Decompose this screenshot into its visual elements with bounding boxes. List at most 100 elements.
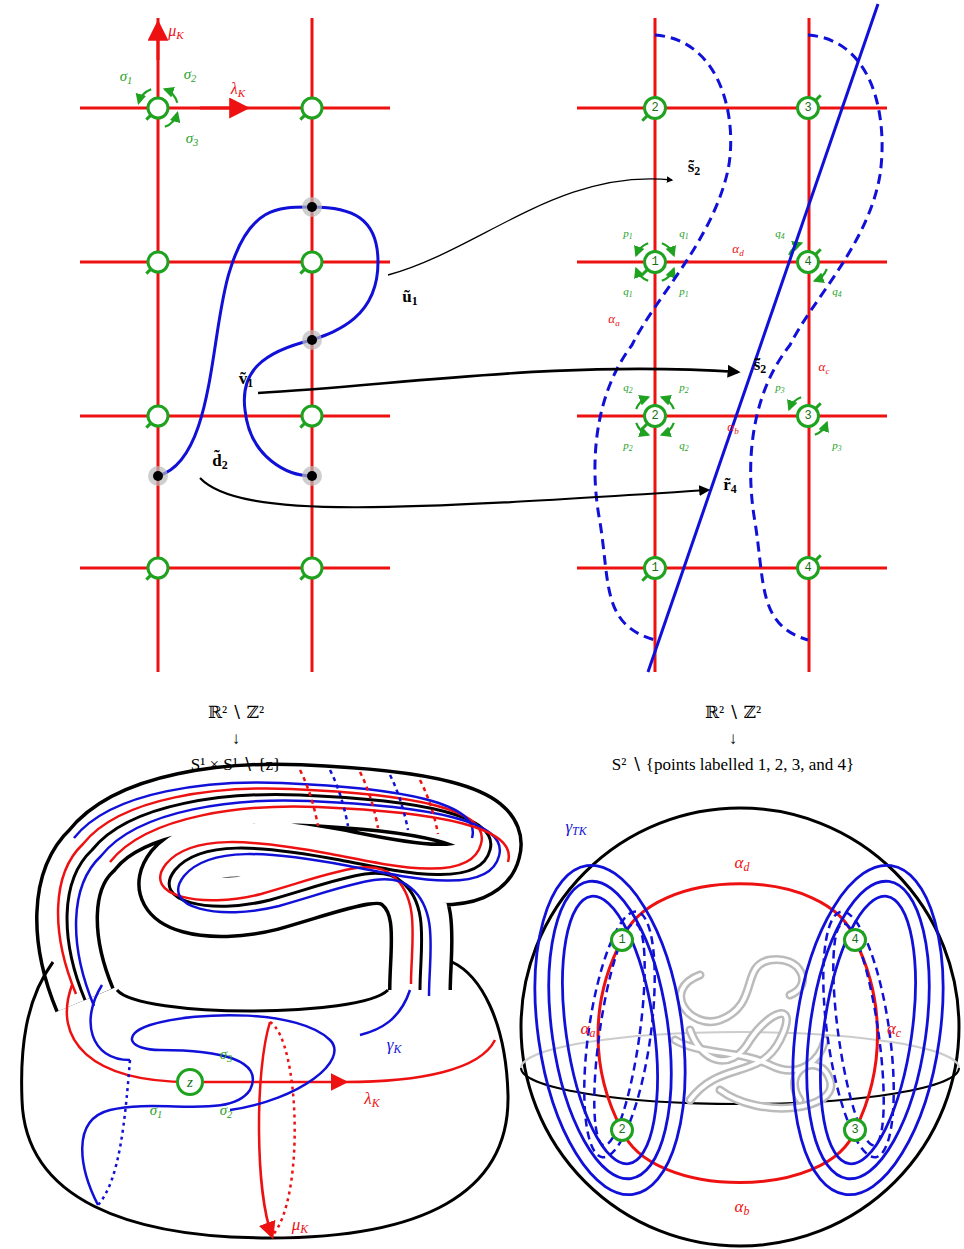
- math-label: λK: [364, 1090, 379, 1110]
- math-label: σ2: [184, 67, 197, 85]
- symbol: q: [775, 227, 781, 239]
- math-label: p3: [775, 382, 784, 395]
- math-label: γK: [387, 1036, 402, 1056]
- math-label: s̃̃2: [754, 356, 767, 376]
- math-label: p1: [679, 286, 688, 299]
- puncture-circle: 4: [843, 928, 867, 952]
- symbol: p: [623, 227, 629, 239]
- subscript: 1: [685, 290, 689, 299]
- subscript: c: [825, 366, 829, 376]
- math-label: λK: [231, 81, 245, 100]
- math-label: p1: [623, 228, 632, 241]
- puncture-circle: 3: [843, 1118, 867, 1142]
- symbol: s̃̃: [754, 355, 761, 374]
- puncture-label: 4: [804, 256, 811, 268]
- subscript: 1: [629, 232, 633, 241]
- map-arrow: [200, 478, 708, 507]
- subscript: 1: [629, 290, 633, 299]
- math-label: ṽ1: [239, 370, 253, 390]
- math-label: σ1: [120, 69, 133, 87]
- symbol: α: [735, 1197, 744, 1216]
- puncture-label: 3: [804, 410, 811, 422]
- subscript: 2: [629, 386, 633, 395]
- math-label: ℝ² ∖ ℤ²: [208, 704, 264, 721]
- subscript: 2: [685, 444, 689, 453]
- math-label: αc: [887, 1020, 901, 1040]
- marked-points: [148, 197, 322, 486]
- puncture-circle: 4: [796, 250, 820, 274]
- math-label: S¹ × S¹ ∖ {z}: [191, 756, 282, 773]
- symbol: λ: [364, 1089, 371, 1108]
- symbol: q: [623, 285, 629, 297]
- subscript: 1: [685, 232, 689, 241]
- subscript: 3: [781, 386, 785, 395]
- symbol: μ: [168, 22, 176, 39]
- symbol: σ: [220, 1046, 227, 1062]
- math-label: γTK: [565, 818, 586, 838]
- subscript: 1: [412, 294, 418, 308]
- puncture-circle: 4: [796, 556, 820, 580]
- math-label: p2: [623, 440, 632, 453]
- puncture-circle: 1: [643, 250, 667, 274]
- puncture-circle: 2: [643, 96, 667, 120]
- math-label: σ1: [150, 1103, 163, 1121]
- puncture-label: 4: [851, 934, 858, 946]
- math-label: αd: [735, 854, 750, 874]
- puncture-label: 3: [804, 102, 811, 114]
- subscript: K: [176, 29, 183, 41]
- puncture-label: 3: [851, 1124, 858, 1136]
- symbol: p: [775, 381, 781, 393]
- math-label: r̃4: [723, 476, 737, 496]
- math-label: μK: [292, 1216, 308, 1236]
- symbol: q: [623, 381, 629, 393]
- blue-line: [648, 4, 878, 672]
- symbol: q: [679, 227, 685, 239]
- subscript: 4: [781, 232, 785, 241]
- subscript: 3: [227, 1053, 232, 1064]
- blue-curve: [158, 207, 378, 476]
- puncture-label: z: [187, 1075, 193, 1090]
- symbol: γ: [387, 1035, 394, 1054]
- subscript: TK: [572, 824, 587, 838]
- math-label: q1: [623, 286, 632, 299]
- symbol: s̃: [688, 157, 695, 176]
- symbol: p: [679, 381, 685, 393]
- math-label: ℝ² ∖ ℤ²: [705, 704, 761, 721]
- math-label: s̃2: [688, 158, 701, 178]
- math-label: S² ∖ {points labelled 1, 2, 3, and 4}: [612, 756, 855, 773]
- math-label: ũ1: [402, 288, 417, 308]
- subscript: 2: [694, 164, 700, 178]
- math-label: αc: [819, 360, 830, 376]
- map-arrow: [258, 369, 738, 393]
- subscript: 3: [193, 137, 198, 148]
- knotted-torus: [22, 770, 509, 1238]
- math-label: μK: [168, 23, 184, 42]
- subscript: K: [238, 87, 245, 99]
- symbol: σ: [186, 130, 193, 146]
- subscript: 2: [222, 458, 228, 472]
- subscript: c: [896, 1026, 901, 1040]
- puncture-circle: 2: [610, 1118, 634, 1142]
- math-label: q2: [679, 440, 688, 453]
- subscript: 1: [127, 75, 132, 86]
- symbol: α: [608, 311, 615, 326]
- puncture-label: 1: [651, 562, 658, 574]
- puncture-label: 2: [618, 1124, 625, 1136]
- math-label: αb: [727, 420, 738, 436]
- subscript: d: [743, 860, 749, 874]
- subscript: b: [734, 426, 739, 436]
- symbol: λ: [231, 80, 238, 97]
- math-label: d̃2: [212, 452, 227, 472]
- symbol: r̃: [723, 475, 731, 494]
- math-label: αd: [732, 242, 743, 258]
- symbol: α: [727, 419, 734, 434]
- math-label: σ2: [220, 1103, 233, 1121]
- symbol: α: [735, 853, 744, 872]
- math-label: σ3: [220, 1047, 233, 1065]
- symbol: σ: [184, 66, 191, 82]
- symbol: p: [832, 439, 838, 451]
- symbol: q: [832, 285, 838, 297]
- subscript: 1: [157, 1109, 162, 1120]
